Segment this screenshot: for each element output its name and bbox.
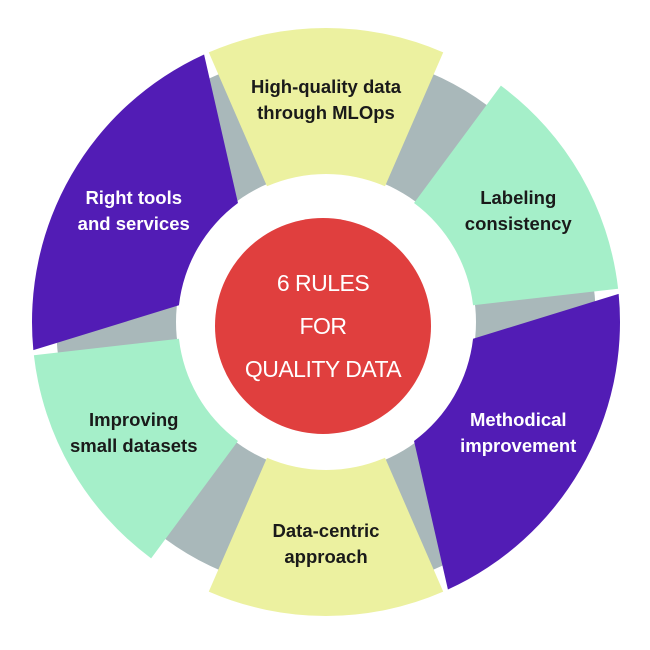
segment-label-line: Data-centric [273,520,380,541]
segments [31,27,621,617]
center-label: 6 RULES FOR QUALITY DATA [245,270,403,382]
segment-label-line: approach [284,546,367,567]
segment-label-line: through MLOps [257,102,395,123]
segment-label-bottom: Data-centric approach [273,520,380,567]
segment-upper-right [414,85,619,306]
segment-label-upper-right: Labeling consistency [465,187,573,234]
segment-label-line: and services [78,213,190,234]
center-label-line: FOR [299,313,346,339]
center-circle [215,218,431,434]
segment-label-top: High-quality data through MLOps [251,76,402,123]
segment-label-line: Methodical [470,409,567,430]
segment-label-line: improvement [460,435,576,456]
segment-label-line: Labeling [480,187,556,208]
segment-label-line: Right tools [85,187,182,208]
segment-label-line: consistency [465,213,573,234]
segment-lower-left [33,338,238,559]
segment-upper-left [31,54,238,351]
segment-label-line: Improving [89,409,178,430]
segment-label-upper-left: Right tools and services [78,187,190,234]
segment-bottom [208,457,444,617]
segment-lower-right [414,293,621,590]
center-label-line: QUALITY DATA [245,356,402,382]
segment-label-lower-right: Methodical improvement [460,409,576,456]
segment-label-lower-left: Improving small datasets [70,409,198,456]
segment-top [208,27,444,187]
center-label-line: 6 RULES [277,270,370,296]
segment-label-line: High-quality data [251,76,402,97]
segment-label-line: small datasets [70,435,198,456]
